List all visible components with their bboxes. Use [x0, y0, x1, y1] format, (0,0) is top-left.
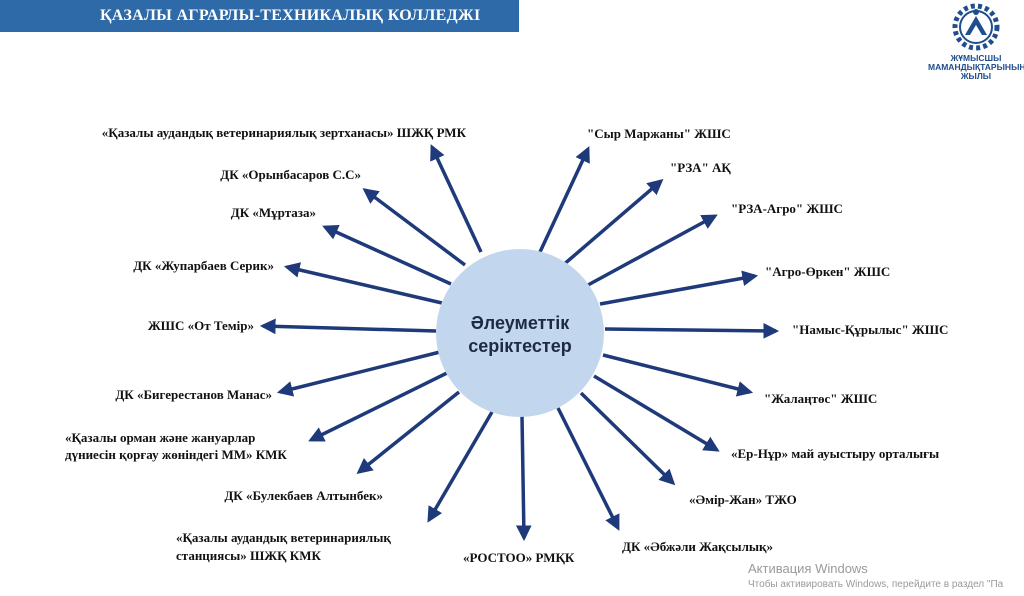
header-bar [0, 0, 519, 32]
logo-text-line1: ЖҰМЫСШЫ [950, 53, 1002, 63]
partner-vet-lab: «Қазалы аудандық ветеринариялық зертхана… [101, 125, 466, 140]
partner-vet-station-line2: станциясы» ШЖҚ КМК [176, 548, 321, 563]
partner-orynbasarov: ДК «Орынбасаров С.С» [220, 167, 361, 182]
arrow-bigerestanov [276, 350, 441, 397]
partner-rza: "РЗА" АҚ [670, 160, 731, 175]
partner-agro-orken: "Агро-Өркен" ЖШС [765, 264, 891, 279]
activation-watermark-text: Чтобы активировать Windows, перейдите в … [748, 579, 1004, 590]
gear-logo-icon [952, 3, 1000, 51]
arrow-namys [604, 322, 780, 339]
partner-rostoo: «РОСТОО» РМҚК [463, 550, 575, 565]
center-label-line2: серіктестер [468, 336, 572, 356]
arrow-zhalantos [602, 353, 754, 397]
arrow-ot-temir [259, 318, 437, 335]
logo: ЖҰМЫСШЫ МАМАНДЫҚТАРЫНЫҢ ЖЫЛЫ [928, 2, 1024, 84]
partner-amir-zhan: «Әмір-Жан» ТЖО [689, 492, 797, 507]
partner-bulekbaev: ДК «Булекбаев Алтынбек» [224, 488, 383, 503]
center-circle [436, 249, 604, 417]
arrow-forest-wildlife [308, 371, 448, 442]
arrow-rostoo [515, 415, 532, 542]
center-label: Әлеуметтік серіктестер [438, 312, 602, 358]
arrow-rza-agro [587, 214, 718, 287]
partner-er-nur: «Ер-Нұр» май ауыстыру орталығы [731, 446, 940, 461]
arrow-rza [560, 178, 664, 268]
partner-abzhali: ДК «Әбжәли Жақсылық» [622, 539, 774, 554]
partner-forest-wildlife-line1: «Қазалы орман және жануарлар [65, 430, 256, 445]
arrow-vet-station [427, 411, 494, 523]
partner-ot-temir: ЖШС «От Темір» [147, 318, 254, 333]
partner-vet-station-line1: «Қазалы аудандық ветеринариялық [176, 530, 391, 545]
arrow-amir-zhan [579, 391, 676, 486]
arrow-abzhali [556, 407, 620, 531]
activation-watermark-title: Активация Windows [748, 561, 868, 576]
logo-text-line3: ЖЫЛЫ [960, 71, 992, 81]
arrow-orynbasarov [362, 188, 467, 267]
partner-zhalantos: "Жалаңтөс" ЖШС [764, 391, 878, 406]
partner-zhuparbaev: ДК «Жупарбаев Серик» [133, 258, 274, 273]
arrow-er-nur [593, 374, 720, 452]
logo-text-line2: МАМАНДЫҚТАРЫНЫҢ [928, 62, 1024, 72]
partner-syr-marzhany: "Сыр Маржаны" ЖШС [587, 126, 731, 141]
partner-bigerestanov: ДК «Бигерестанов Манас» [115, 387, 272, 402]
partner-murtaza: ДК «Мұртаза» [230, 205, 316, 220]
arrow-agro-orken [599, 270, 759, 306]
arrows-group [259, 144, 780, 542]
arrow-murtaza [322, 225, 452, 286]
arrow-syr-marzhany [538, 146, 590, 253]
header-title: ҚАЗАЛЫ АГРАРЛЫ-ТЕХНИКАЛЫҚ КОЛЛЕДЖІ [100, 7, 481, 24]
partner-namys: "Намыс-Құрылыс" ЖШС [792, 322, 949, 337]
center-label-line1: Әлеуметтік [470, 313, 570, 333]
arrow-zhuparbaev [283, 262, 443, 305]
arrow-bulekbaev [356, 390, 461, 474]
arrow-vet-lab [430, 144, 483, 253]
partner-rza-agro: "РЗА-Агро" ЖШС [731, 201, 843, 216]
partner-forest-wildlife-line2: дүниесін қорғау жөніндегі ММ» КМК [65, 447, 287, 462]
